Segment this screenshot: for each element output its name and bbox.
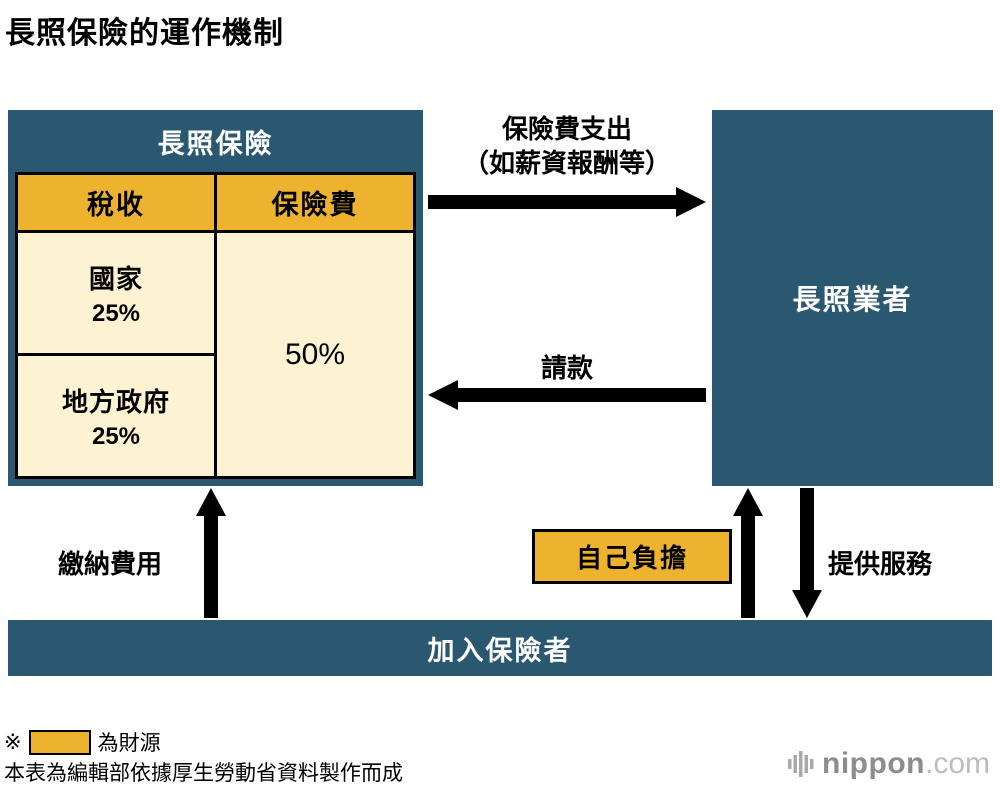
funding-color-swatch bbox=[28, 729, 91, 755]
brand-name: nippon bbox=[822, 747, 925, 780]
insurance-box: 長照保險 稅收 保險費 國家 25% 50% 地方政府 25% bbox=[8, 110, 423, 486]
provider-box-label: 長照業者 bbox=[792, 284, 913, 315]
provide-service-arrow-icon bbox=[792, 488, 822, 618]
table-cell-local-gov: 地方政府 25% bbox=[18, 356, 214, 476]
premium-out-label-line2: （如薪資報酬等） bbox=[462, 147, 671, 178]
footnote-marker: ※ bbox=[4, 730, 22, 754]
brand-logo: nippon.com bbox=[788, 747, 990, 781]
local-gov-label: 地方政府 bbox=[61, 386, 170, 417]
soundwave-icon bbox=[788, 751, 814, 777]
pay-fee-label: 繳納費用 bbox=[58, 549, 163, 579]
arrow-shaft bbox=[741, 514, 755, 618]
pay-fee-arrow-icon bbox=[196, 488, 226, 618]
arrow-head bbox=[733, 488, 763, 516]
provider-box: 長照業者 bbox=[712, 110, 993, 486]
premium-out-label-line1: 保險費支出 bbox=[501, 114, 632, 144]
arrow-shaft bbox=[204, 514, 218, 618]
brand-tld: .com bbox=[924, 747, 990, 780]
arrow-head bbox=[792, 590, 822, 618]
footnote-legend: ※ 為財源 bbox=[4, 727, 161, 757]
premium-out-label: 保險費支出 （如薪資報酬等） bbox=[420, 113, 714, 181]
insured-bar: 加入保險者 bbox=[8, 620, 992, 676]
arrow-shaft bbox=[456, 388, 706, 402]
self-pay-tag: 自己負擔 bbox=[532, 529, 732, 584]
arrow-head bbox=[676, 187, 706, 217]
insurance-box-title: 長照保險 bbox=[157, 128, 274, 159]
arrow-shaft bbox=[800, 488, 814, 592]
table-cell-national: 國家 25% bbox=[18, 233, 214, 353]
funding-table: 稅收 保險費 國家 25% 50% 地方政府 25% bbox=[15, 172, 416, 479]
table-cell-premium: 50% bbox=[217, 233, 413, 476]
billing-arrow-icon bbox=[428, 380, 706, 410]
arrow-head bbox=[428, 380, 458, 410]
arrow-shaft bbox=[428, 195, 678, 209]
premium-out-arrow-icon bbox=[428, 187, 706, 217]
table-header-tax: 稅收 bbox=[18, 175, 214, 230]
billing-label: 請款 bbox=[540, 353, 593, 383]
self-pay-arrow-icon bbox=[733, 488, 763, 618]
national-label: 國家 bbox=[88, 263, 143, 294]
footnote-swatch-label: 為財源 bbox=[97, 732, 161, 755]
brand-wordmark: nippon.com bbox=[822, 747, 990, 781]
table-header-premium: 保險費 bbox=[217, 175, 413, 230]
footnote-source: 本表為編輯部依據厚生勞動省資料製作而成 bbox=[4, 762, 403, 785]
arrow-head bbox=[196, 488, 226, 516]
national-value: 25% bbox=[91, 299, 141, 327]
local-gov-value: 25% bbox=[91, 422, 141, 450]
page-title: 長照保險的運作機制 bbox=[5, 17, 284, 50]
provide-service-label: 提供服務 bbox=[828, 549, 933, 579]
insured-bar-label: 加入保險者 bbox=[427, 635, 573, 666]
